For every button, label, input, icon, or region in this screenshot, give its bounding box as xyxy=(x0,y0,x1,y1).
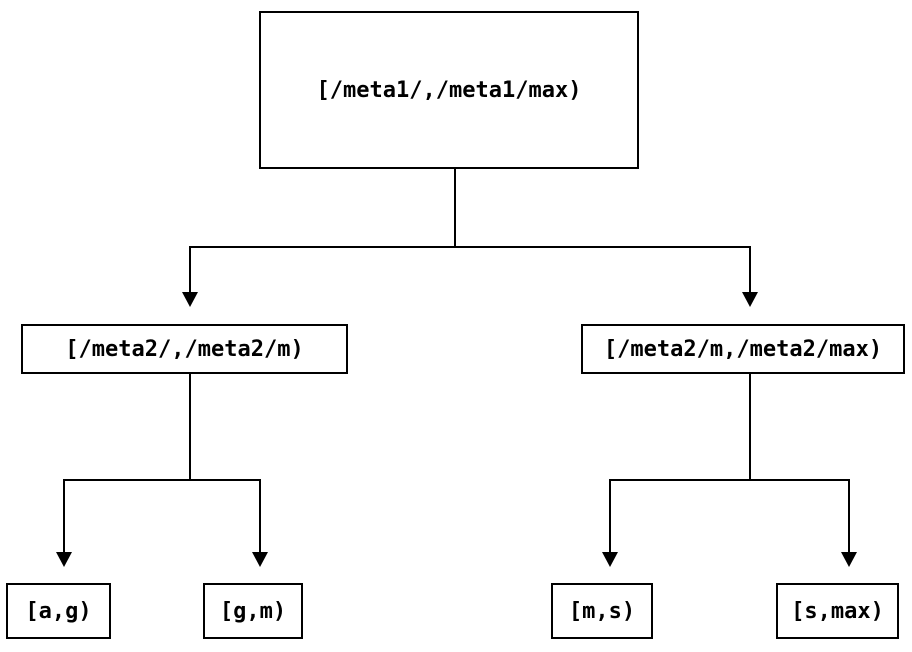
node-leaf-s-max: [s,max) xyxy=(776,583,899,639)
edge-meta2-low-split xyxy=(56,374,268,567)
node-meta2-low: [/meta2/,/meta2/m) xyxy=(21,324,348,374)
arrowhead-down-icon xyxy=(252,552,268,567)
node-leaf-a-g: [a,g) xyxy=(6,583,111,639)
arrowhead-down-icon xyxy=(742,292,758,307)
node-meta2-high-label: [/meta2/m,/meta2/max) xyxy=(603,336,883,362)
arrowhead-down-icon xyxy=(56,552,72,567)
arrowhead-down-icon xyxy=(841,552,857,567)
node-leaf-g-m: [g,m) xyxy=(203,583,303,639)
node-meta2-high: [/meta2/m,/meta2/max) xyxy=(581,324,905,374)
node-leaf-a-g-label: [a,g) xyxy=(25,598,92,624)
edge-root-split xyxy=(182,169,758,307)
node-leaf-m-s-label: [m,s) xyxy=(568,598,636,624)
node-leaf-s-max-label: [s,max) xyxy=(791,598,884,624)
edge-meta2-high-split xyxy=(602,374,857,567)
arrowhead-down-icon xyxy=(182,292,198,307)
node-leaf-m-s: [m,s) xyxy=(551,583,653,639)
arrowhead-down-icon xyxy=(602,552,618,567)
node-leaf-g-m-label: [g,m) xyxy=(219,598,287,624)
node-root-label: [/meta1/,/meta1/max) xyxy=(316,77,582,103)
node-root: [/meta1/,/meta1/max) xyxy=(259,11,639,169)
node-meta2-low-label: [/meta2/,/meta2/m) xyxy=(65,336,304,362)
